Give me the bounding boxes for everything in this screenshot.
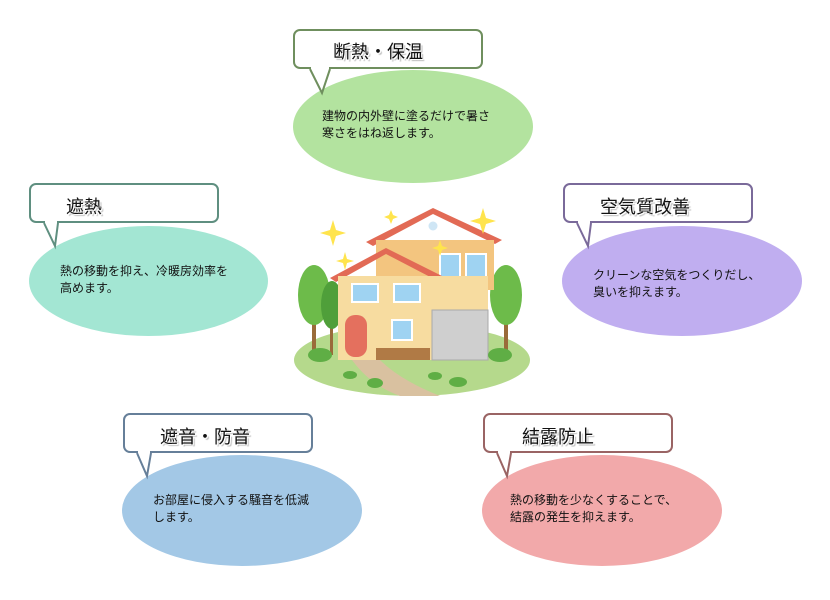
callout-bubble xyxy=(482,455,722,566)
callout-title: 遮音・防音 xyxy=(160,427,250,448)
callout-bubble xyxy=(122,455,362,566)
callout-title: 遮熱 xyxy=(66,197,102,218)
tree-left xyxy=(298,265,343,355)
bushes xyxy=(308,348,512,388)
sparkle-icons xyxy=(320,208,496,270)
callout-bubble xyxy=(293,70,533,183)
tree-right xyxy=(490,265,522,355)
callout-tail xyxy=(136,452,152,480)
callout-tail xyxy=(496,452,512,480)
tail-join xyxy=(578,220,590,223)
door xyxy=(345,315,367,357)
callout-description: 熱の移動を抑え、冷暖房効率を 高めます。 xyxy=(60,264,229,295)
callout-title: 断熱・保温 xyxy=(333,42,423,63)
callout-description: クリーンな空気をつくりだし、 臭いを抑えます。 xyxy=(593,268,761,299)
callout-title-box xyxy=(29,183,219,223)
house-illustration xyxy=(294,208,530,396)
callout-title-box xyxy=(483,413,673,453)
callout-bubble xyxy=(562,226,802,336)
tail-join xyxy=(45,220,57,223)
callout-title: 空気質改善 xyxy=(600,197,690,218)
callout-tail xyxy=(43,222,59,250)
callout-tail xyxy=(309,68,331,96)
callout-description: お部屋に侵入する騒音を低減 します。 xyxy=(153,493,310,524)
window xyxy=(393,283,421,303)
callout-title-box xyxy=(123,413,313,453)
attic-window xyxy=(427,220,439,232)
fence xyxy=(376,348,430,360)
garage-door xyxy=(431,309,489,361)
tail-join xyxy=(498,450,510,453)
tail-join xyxy=(311,66,329,69)
tail-join xyxy=(138,450,150,453)
callout-title-box xyxy=(293,29,483,69)
garden-path xyxy=(352,360,440,396)
callout-tail xyxy=(576,222,592,250)
callout-title: 結露防止 xyxy=(522,427,594,448)
callout-title-box xyxy=(563,183,753,223)
callout-bubble xyxy=(29,226,268,336)
callout-description: 建物の内外壁に塗るだけで暑さ 寒さをはね返します。 xyxy=(322,109,491,140)
window xyxy=(391,319,413,341)
window xyxy=(351,283,379,303)
callout-description: 熱の移動を少なくすることで、 結露の発生を抑えます。 xyxy=(510,493,678,524)
